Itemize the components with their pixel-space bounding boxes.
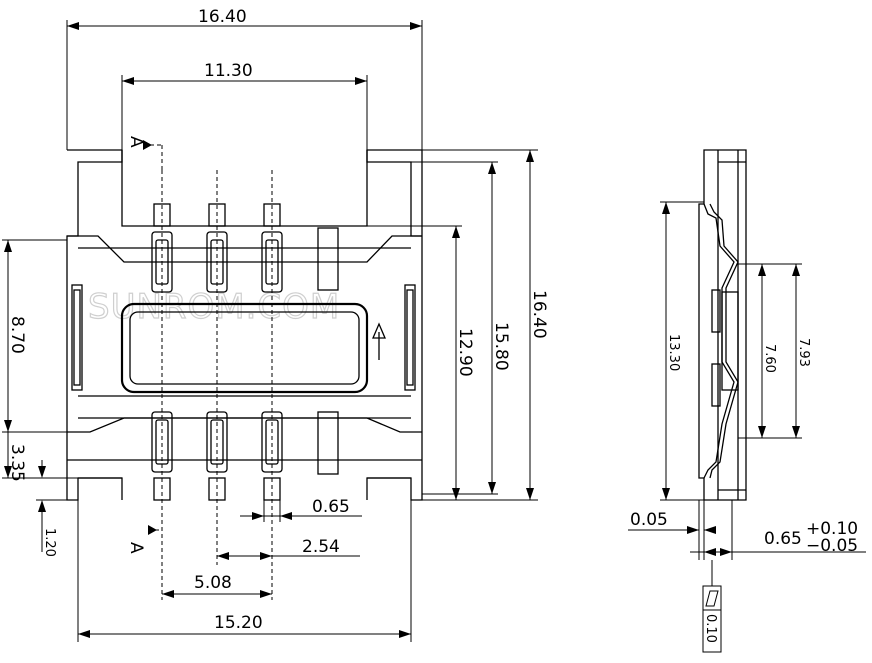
svg-text:A: A [126, 136, 146, 148]
dim-bottom-width: 15.20 [214, 613, 263, 633]
section-marker-top: A [126, 136, 163, 170]
front-view: A A [66, 136, 423, 600]
left-latch-inner [73, 289, 81, 386]
dim-side-tol-plus: +0.10 [806, 519, 858, 539]
dim-inner-width: 11.30 [204, 61, 253, 81]
dim-side-7-93: 7.93 [796, 338, 811, 367]
dim-side-7-60: 7.60 [762, 344, 777, 373]
body-outer [67, 235, 422, 433]
top-bar [121, 150, 368, 227]
section-marker-bottom: A [126, 525, 162, 554]
dim-pitch-double: 5.08 [194, 573, 232, 593]
dim-left-tiny: 1.20 [42, 528, 57, 557]
spring-contact [703, 203, 735, 479]
dim-left-small: 3.35 [7, 444, 27, 482]
dim-height-12-90: 12.90 [455, 328, 475, 377]
dim-side-tol-minus: −0.05 [806, 536, 858, 556]
dim-height-15-80: 15.80 [491, 322, 511, 371]
right-latch [404, 284, 416, 391]
card-window-inner [129, 311, 360, 385]
right-latch-inner [406, 289, 414, 386]
dim-overall-height: 16.40 [529, 290, 549, 339]
flatness-icon [705, 590, 719, 607]
bottom-contacts [151, 411, 339, 501]
dim-pitch: 2.54 [302, 537, 340, 557]
insert-arrow-icon [372, 322, 386, 360]
dim-side-offset: 0.05 [630, 510, 668, 530]
flatness-frame [702, 585, 722, 653]
dim-overall-width: 16.40 [198, 7, 247, 27]
flatness-value: 0.10 [703, 614, 718, 643]
side-dimensions: 13.30 7.60 7.93 0.05 0.65 +0.10 −0.05 [628, 201, 866, 653]
dim-side-13-30: 13.30 [666, 334, 681, 371]
dim-left-height: 8.70 [7, 316, 27, 354]
card-window-outer [120, 302, 369, 394]
side-view [698, 149, 747, 501]
dim-side-thickness: 0.65 [764, 529, 802, 549]
dim-pad-width: 0.65 [312, 497, 350, 517]
front-dimensions: 16.40 11.30 16.40 15.80 12.90 8.70 [2, 7, 549, 642]
svg-text:A: A [126, 542, 146, 554]
left-latch [71, 284, 83, 391]
